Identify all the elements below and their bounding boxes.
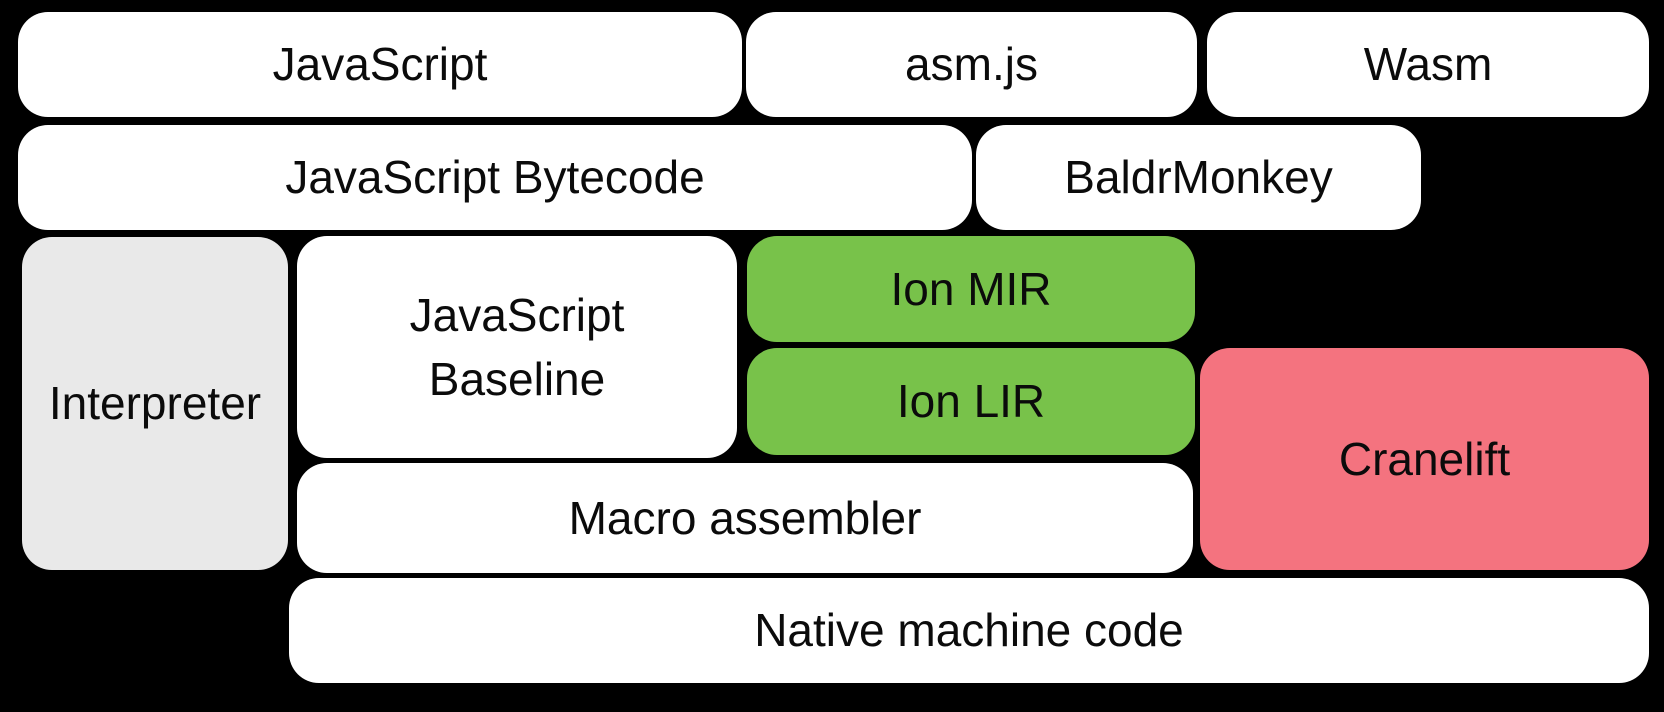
box-javascript-baseline-label-line1: JavaScript [409, 288, 625, 341]
box-interpreter: Interpreter [22, 237, 288, 570]
box-asmjs: asm.js [746, 12, 1197, 117]
box-javascript: JavaScript [18, 12, 742, 117]
box-native-machine-code: Native machine code [289, 578, 1649, 683]
box-javascript-baseline: JavaScript Baseline [297, 236, 737, 458]
box-baldrmonkey: BaldrMonkey [976, 125, 1421, 230]
box-ion-mir: Ion MIR [747, 236, 1195, 342]
box-wasm-label: Wasm [1363, 38, 1493, 91]
box-cranelift-label: Cranelift [1338, 432, 1511, 485]
box-javascript-bytecode: JavaScript Bytecode [18, 125, 972, 230]
box-javascript-bytecode-label: JavaScript Bytecode [285, 151, 705, 204]
box-native-machine-code-label: Native machine code [754, 604, 1184, 657]
box-baldrmonkey-label: BaldrMonkey [1064, 151, 1333, 204]
box-cranelift: Cranelift [1200, 348, 1649, 570]
box-macro-assembler: Macro assembler [297, 463, 1193, 573]
box-ion-lir: Ion LIR [747, 348, 1195, 455]
box-javascript-label: JavaScript [272, 38, 488, 91]
box-ion-mir-label: Ion MIR [890, 262, 1052, 315]
box-javascript-baseline-label-line2: Baseline [428, 353, 606, 405]
box-wasm: Wasm [1207, 12, 1649, 117]
box-interpreter-label: Interpreter [48, 377, 262, 430]
box-ion-lir-label: Ion LIR [896, 375, 1046, 428]
box-macro-assembler-label: Macro assembler [568, 491, 922, 544]
box-asmjs-label: asm.js [905, 38, 1038, 91]
